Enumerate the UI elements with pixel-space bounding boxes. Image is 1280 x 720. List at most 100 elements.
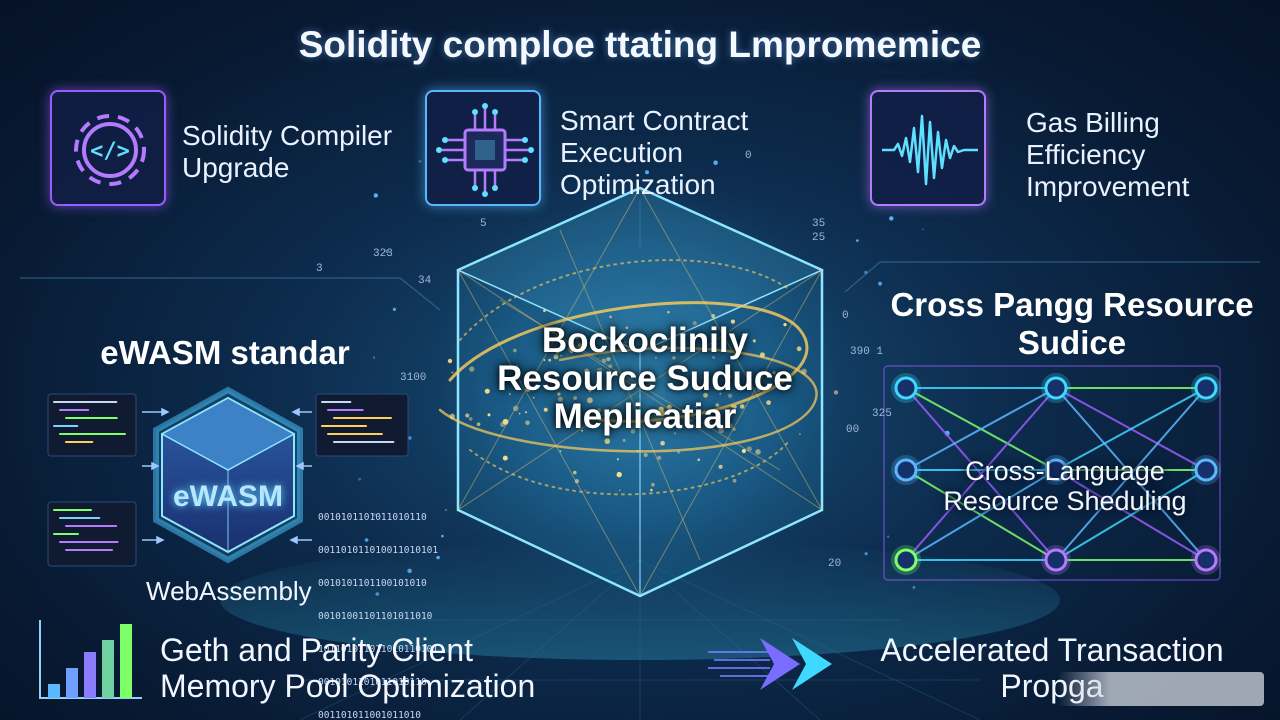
golden-particle [573,333,580,340]
network-edge [905,387,1057,561]
golden-particle [766,400,771,405]
golden-particle [746,446,752,452]
golden-particle [500,422,506,427]
blue-particle [408,436,412,440]
network-label-line-2: Resource Sheduling [943,486,1187,516]
network-edge [905,387,1057,471]
golden-particle [833,390,839,395]
blue-particle [645,170,649,175]
golden-particle [759,352,765,358]
blue-particle [375,592,380,596]
blue-particle [373,193,378,198]
golden-particle [574,479,580,484]
gas-billing-line-3: Improvement [1026,171,1190,202]
golden-particle [711,314,716,318]
core-label-line-3: Meplicatiar [553,397,737,436]
golden-particle [559,450,562,453]
golden-particle [677,450,681,454]
network-edge [1055,387,1207,561]
core-label-line-2: Resource Suduce [497,359,793,398]
golden-particle [672,356,676,360]
golden-particle [469,366,475,372]
floating-number: 390 1 [850,346,884,358]
cross-resource-section-title: Cross Pangg Resource Sudice [880,286,1264,362]
network-node [1044,376,1068,400]
floating-number: 325 [872,408,892,420]
blue-particle [373,356,376,359]
binary-line: 00101001101101011010 [318,611,433,622]
golden-particle [625,326,629,330]
golden-particle [449,413,455,419]
golden-particle [569,416,572,419]
golden-particle [573,470,577,475]
golden-particle [614,370,617,373]
gas-icon-box [870,90,986,206]
waveform-icon [882,114,978,186]
golden-particle [718,427,725,434]
golden-particle [577,343,583,349]
golden-particle [515,365,518,368]
compiler-upgrade-text: Solidity Compiler Upgrade [182,120,392,184]
golden-particle [650,488,653,492]
mempool-optimization-text: Geth and Parity Client Memory Pool Optim… [160,632,535,704]
floating-number: 25 [812,232,826,244]
blue-particle [922,228,924,231]
golden-particle [616,471,622,478]
golden-particles [447,309,839,492]
golden-particle [512,405,519,412]
core-label-line-1: Bockoclinily [541,321,749,360]
golden-particle [718,464,723,469]
transaction-line-1: Accelerated Transaction [880,632,1224,668]
golden-particle [532,378,535,382]
golden-particle [476,422,481,427]
chip-icon [436,103,534,197]
golden-particle [513,348,517,353]
network-edge [1055,469,1207,561]
golden-particle [730,319,736,324]
ewasm-cube [153,386,303,564]
golden-particle [573,396,578,400]
floating-number: 0 [842,310,849,322]
blue-particle [864,270,868,274]
core-resource-label: Bockoclinily Resource Suduce Meplicatiar [470,322,820,436]
network-label: Cross-Language Resource Sheduling [900,456,1230,516]
ewasm-cube-label: eWASM [172,480,283,513]
golden-particle [587,397,593,404]
golden-particle [465,413,470,418]
binary-stream: 0010101101011010110 00110101101001101010… [318,490,438,720]
blue-particle [441,534,444,538]
golden-particle [570,350,573,354]
blue-particle [889,216,894,221]
network-edge [905,469,1057,561]
golden-particle [662,410,665,413]
floating-number: 34 [418,275,432,287]
golden-particle [598,367,603,372]
floating-number: 3100 [400,372,427,384]
blue-particle [878,281,882,286]
compiler-icon-box: </> [50,90,166,206]
golden-particle [719,392,722,395]
energy-swirl [438,259,818,496]
golden-particle [616,458,620,461]
compiler-upgrade-line-2: Upgrade [182,152,290,183]
golden-particle [692,321,697,326]
blue-particle [364,538,369,542]
golden-particle [447,358,453,364]
golden-particle [553,354,559,360]
blue-particle [564,159,567,162]
binary-line: 0010101101011010110 [318,512,427,523]
golden-particle [508,393,511,396]
binary-line: 0010101101100101010 [318,578,427,589]
gas-billing-line-2: Efficiency [1026,139,1146,170]
binary-line: 001101011010011010101 [318,545,439,556]
golden-particle [624,341,627,344]
golden-particle [543,309,546,313]
blue-particle [385,249,389,254]
golden-particle [588,389,592,393]
golden-particle [554,378,558,382]
golden-particle [622,438,626,442]
golden-particle [557,396,563,402]
blue-particle [856,239,859,242]
golden-particle [710,420,713,423]
golden-particle [697,458,700,462]
